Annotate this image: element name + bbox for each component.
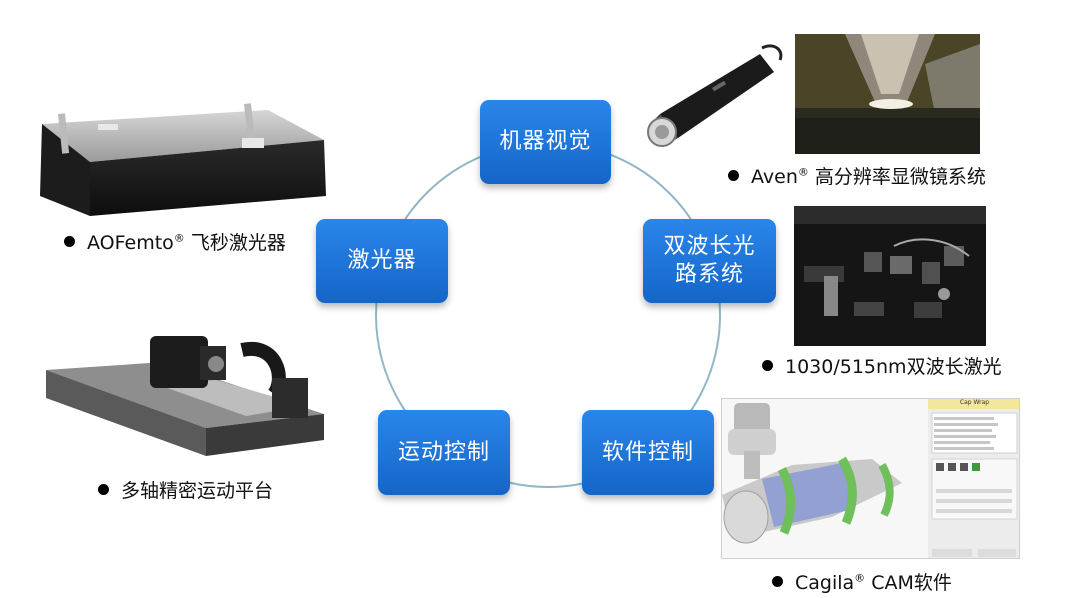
caption-stage-text: 多轴精密运动平台 xyxy=(121,480,274,502)
software-window-title: Cap Wrap xyxy=(959,399,990,406)
node-dual-wavelength-line1: 双波长光 xyxy=(663,234,756,259)
cagila-cam-screenshot: Cap Wrap xyxy=(721,398,1020,559)
caption-aofemto-name: AOFemto xyxy=(87,232,174,254)
bullet-icon xyxy=(64,236,75,247)
caption-aofemto: AOFemto® 飞秒激光器 xyxy=(64,228,286,255)
caption-aofemto-text: 飞秒激光器 xyxy=(184,232,286,254)
node-motion-control-label: 运动控制 xyxy=(397,439,490,465)
caption-stage: 多轴精密运动平台 xyxy=(98,476,273,503)
caption-aven-name: Aven xyxy=(751,166,798,188)
registered-mark: ® xyxy=(797,165,809,179)
caption-cagila-name: Cagila xyxy=(795,572,855,594)
bullet-icon xyxy=(762,360,773,371)
node-laser-label: 激光器 xyxy=(347,248,417,273)
dual-wavelength-optics-image xyxy=(794,206,986,346)
aofemto-laser-image xyxy=(28,100,328,218)
laser-process-image xyxy=(795,34,980,154)
node-dual-wavelength: 双波长光 路系统 xyxy=(643,219,776,303)
node-motion-control: 运动控制 xyxy=(378,410,510,495)
node-laser: 激光器 xyxy=(316,219,448,303)
caption-dual-laser-text: 1030/515nm双波长激光 xyxy=(785,356,1002,378)
bullet-icon xyxy=(98,484,109,495)
registered-mark: ® xyxy=(854,571,866,585)
bullet-icon xyxy=(728,170,739,181)
bullet-icon xyxy=(772,576,783,587)
caption-cagila-text: CAM软件 xyxy=(865,572,952,594)
node-machine-vision-label: 机器视觉 xyxy=(499,129,592,154)
caption-aven: Aven® 高分辨率显微镜系统 xyxy=(728,162,986,189)
motion-stage-image xyxy=(46,328,324,458)
node-software-control: 软件控制 xyxy=(582,410,714,495)
node-software-control-label: 软件控制 xyxy=(601,439,694,465)
caption-aven-text: 高分辨率显微镜系统 xyxy=(808,166,986,188)
aven-microscope-image xyxy=(642,36,792,148)
caption-dual-laser: 1030/515nm双波长激光 xyxy=(762,352,1002,379)
registered-mark: ® xyxy=(173,231,185,245)
caption-cagila: Cagila® CAM软件 xyxy=(772,568,952,595)
node-dual-wavelength-line2: 路系统 xyxy=(674,262,744,287)
node-machine-vision: 机器视觉 xyxy=(480,100,611,184)
